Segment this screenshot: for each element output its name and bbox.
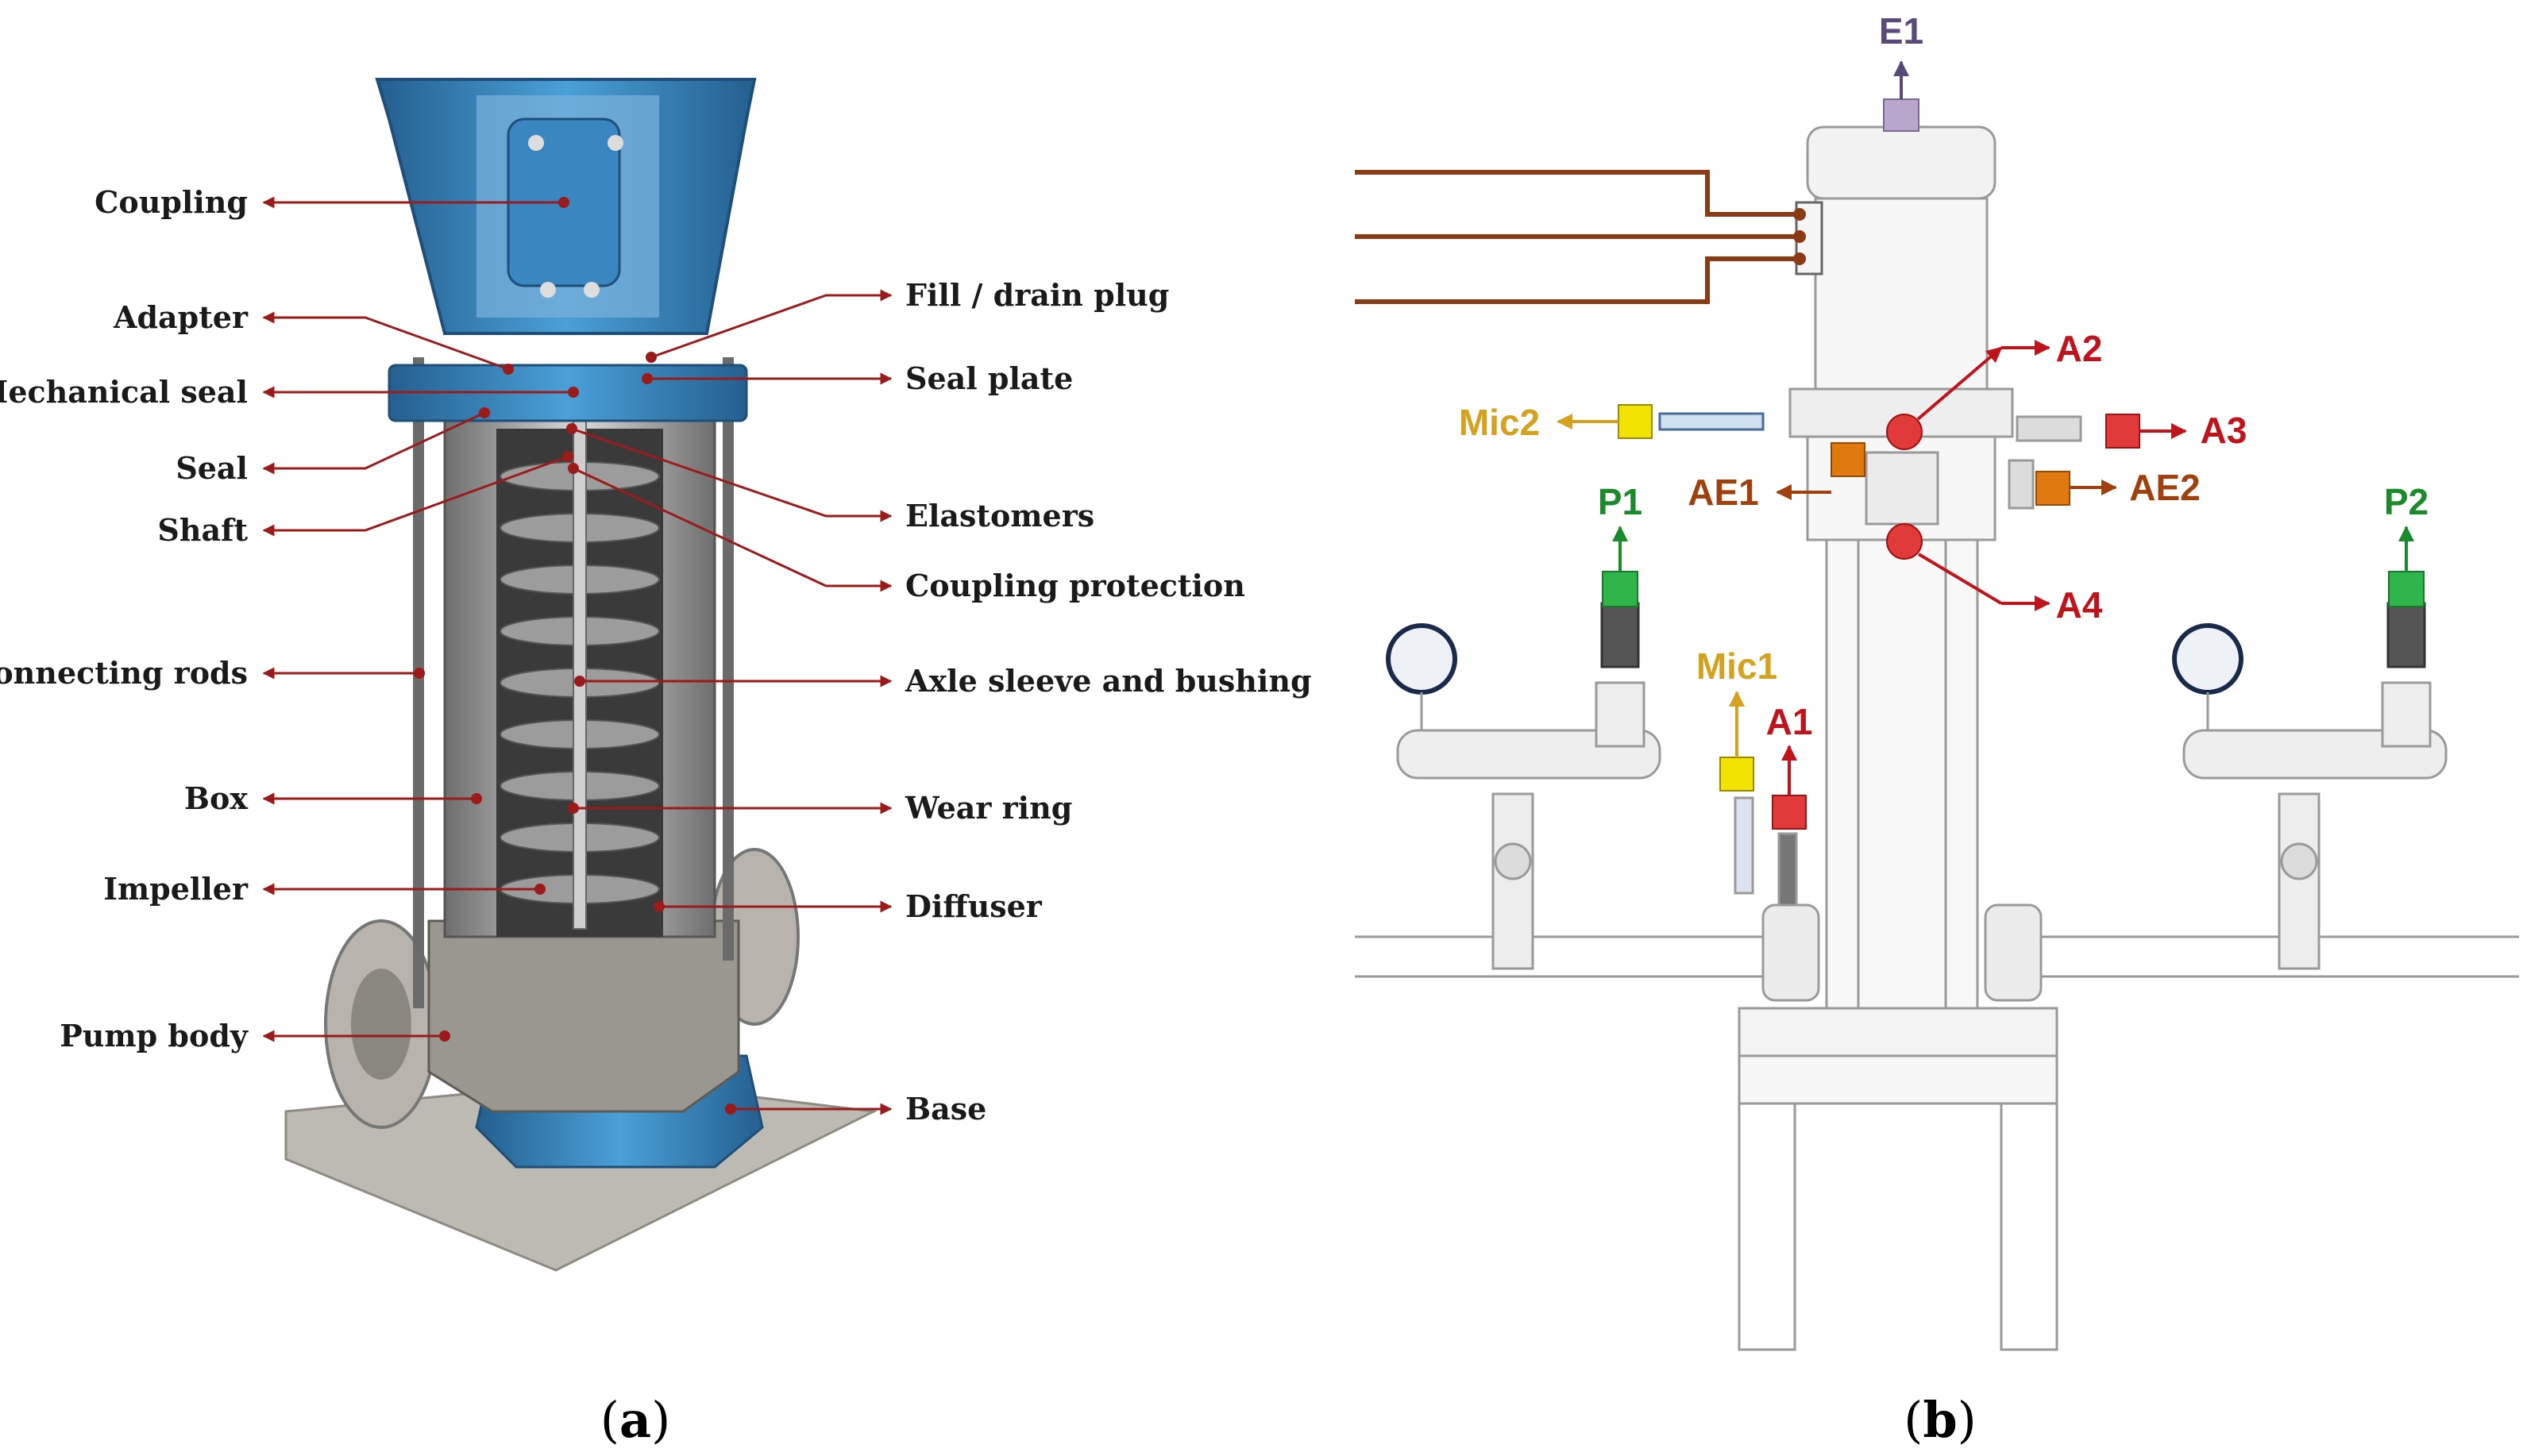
panel-b-caption: (b): [1904, 1391, 1977, 1449]
pointer-dot-coupling: [558, 197, 569, 208]
power-wires: [1355, 170, 1823, 304]
sensor-markers: [1602, 98, 2425, 830]
sensor-label-Mic2: Mic2: [1459, 402, 1540, 443]
pointer-dot-axle-sleeve-and-bushing: [574, 676, 585, 687]
sensor-A4-marker: [1886, 523, 1923, 560]
leader-seal: [262, 411, 485, 475]
panel-b-caption-letter: b: [1923, 1391, 1957, 1449]
sensor-label-P1: P1: [1598, 481, 1642, 522]
sensor-arrows: [1557, 60, 2414, 795]
label-diffuser: Diffuser: [905, 888, 1043, 924]
pointer-dot-coupling-protection: [568, 463, 579, 474]
label-axle-sleeve-and-bushing: Axle sleeve and bushing: [905, 663, 1312, 699]
pointer-dot-pump-body: [439, 1030, 450, 1042]
label-shaft: Shaft: [157, 512, 248, 548]
label-coupling-protection: Coupling protection: [905, 568, 1245, 603]
label-mechanical-seal: Mechanical seal: [0, 374, 248, 410]
panel-a-caption-letter: a: [619, 1391, 651, 1449]
sensor-Mic2-marker: [1618, 404, 1653, 439]
sensor-Mic1-marker: [1719, 757, 1754, 792]
leader-elastomers: [571, 427, 893, 522]
sensor-A1-marker: [1772, 795, 1807, 830]
pointer-dot-wear-ring: [568, 803, 579, 814]
pointer-dot-shaft: [562, 451, 573, 462]
pointer-dot-connecting-rods: [414, 668, 425, 679]
sensor-label-AE1: AE1: [1688, 472, 1758, 513]
label-wear-ring: Wear ring: [905, 790, 1072, 826]
pump-cutaway-illustration: [284, 78, 878, 1272]
sensor-label-A2: A2: [2056, 328, 2103, 369]
sensor-A3-marker: [2105, 414, 2140, 449]
label-seal-plate: Seal plate: [905, 360, 1073, 396]
sensor-label-A3: A3: [2201, 410, 2247, 451]
sensor-P2-marker: [2388, 571, 2425, 607]
label-base: Base: [905, 1091, 986, 1127]
label-box: Box: [184, 780, 248, 816]
sensor-P1-marker: [1602, 571, 1638, 607]
sensor-label-E1: E1: [1879, 10, 1923, 52]
pointer-dot-mechanical-seal: [568, 387, 579, 398]
leader-fill-drain-plug: [650, 289, 893, 359]
pointer-dot-fill-drain-plug: [646, 352, 657, 363]
svg-text:(b): (b): [1904, 1391, 1977, 1449]
label-seal: Seal: [176, 450, 248, 486]
sensor-labels: E1 A2 A3 A4 AE1 AE2 Mic2 Mic1 A1 P1 P2: [1459, 10, 2429, 742]
pointer-dot-adapter: [503, 364, 514, 375]
svg-text:(a): (a): [600, 1391, 671, 1449]
pointer-dot-box: [471, 793, 482, 804]
label-adapter: Adapter: [113, 299, 249, 335]
sensor-label-A4: A4: [2056, 584, 2103, 626]
pointer-dot-diffuser: [654, 901, 665, 912]
sensor-label-Mic1: Mic1: [1696, 645, 1777, 687]
pointer-dot-base: [725, 1104, 736, 1115]
label-coupling: Coupling: [95, 184, 248, 220]
sensor-label-AE2: AE2: [2129, 467, 2200, 508]
sensor-label-A1: A1: [1766, 701, 1813, 742]
sensor-A2-marker: [1886, 414, 1923, 450]
label-pump-body: Pump body: [60, 1018, 249, 1053]
sensor-label-P2: P2: [2384, 481, 2429, 522]
pointer-dot-seal-plate: [642, 373, 653, 384]
panel-a-caption: (a): [600, 1391, 671, 1449]
test-rig-schematic: [1355, 125, 2519, 1351]
label-impeller: Impeller: [103, 871, 249, 907]
sensor-AE2-marker: [2035, 471, 2070, 506]
sensor-E1-marker: [1883, 98, 1919, 132]
leader-adapter: [262, 311, 509, 371]
pointer-dot-elastomers: [566, 423, 577, 434]
leader-shaft: [262, 455, 569, 537]
pointer-dot-seal: [479, 407, 490, 418]
sensor-AE1-marker: [1831, 442, 1865, 477]
wire-terminals: [1793, 208, 1806, 265]
label-connecting-rods: Connecting rods: [0, 655, 248, 691]
pointer-dot-impeller: [534, 884, 546, 895]
leader-coupling-protection: [573, 467, 893, 592]
label-fill-drain-plug: Fill / drain plug: [905, 277, 1169, 313]
label-elastomers: Elastomers: [905, 498, 1094, 533]
